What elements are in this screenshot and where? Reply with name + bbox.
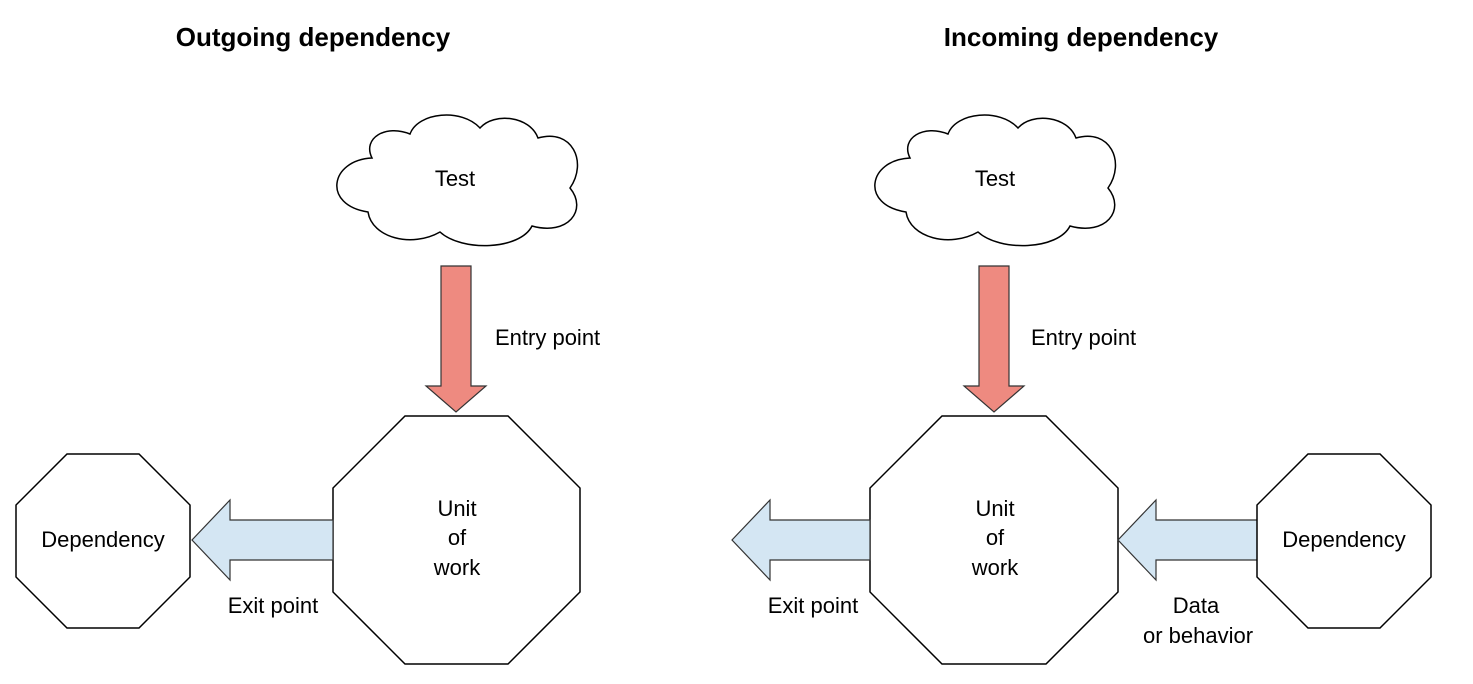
unit-label-line1: Unit (437, 496, 476, 521)
data-or-behavior-arrow (1117, 498, 1259, 582)
data-label-line2: or behavior (1143, 623, 1253, 648)
entry-point-label: Entry point (495, 325, 600, 350)
exit-point-arrow (191, 498, 334, 582)
incoming-dependency-panel: Incoming dependency Test Entry point Uni… (731, 22, 1432, 665)
unit-label-line2: of (986, 525, 1005, 550)
test-cloud: Test (874, 114, 1117, 247)
incoming-title: Incoming dependency (944, 22, 1219, 52)
outgoing-title: Outgoing dependency (176, 22, 451, 52)
unit-of-work: Unit of work (332, 415, 581, 665)
unit-of-work: Unit of work (869, 415, 1119, 665)
test-cloud: Test (336, 114, 579, 247)
entry-point-label: Entry point (1031, 325, 1136, 350)
dependency-label: Dependency (41, 527, 165, 552)
exit-point-arrow (731, 498, 871, 582)
unit-label-line2: of (448, 525, 467, 550)
test-cloud-label: Test (975, 166, 1015, 191)
test-cloud-label: Test (435, 166, 475, 191)
data-label-line1: Data (1173, 593, 1220, 618)
entry-point-arrow (424, 265, 488, 413)
unit-label-line3: work (971, 555, 1019, 580)
exit-point-label: Exit point (768, 593, 859, 618)
entry-point-arrow (962, 265, 1026, 413)
exit-point-label: Exit point (228, 593, 319, 618)
dependency-node: Dependency (15, 453, 191, 629)
unit-label-line3: work (433, 555, 481, 580)
dependency-label: Dependency (1282, 527, 1406, 552)
outgoing-dependency-panel: Outgoing dependency Test Entry point Uni… (15, 22, 600, 665)
dependency-node: Dependency (1256, 453, 1432, 629)
unit-label-line1: Unit (975, 496, 1014, 521)
